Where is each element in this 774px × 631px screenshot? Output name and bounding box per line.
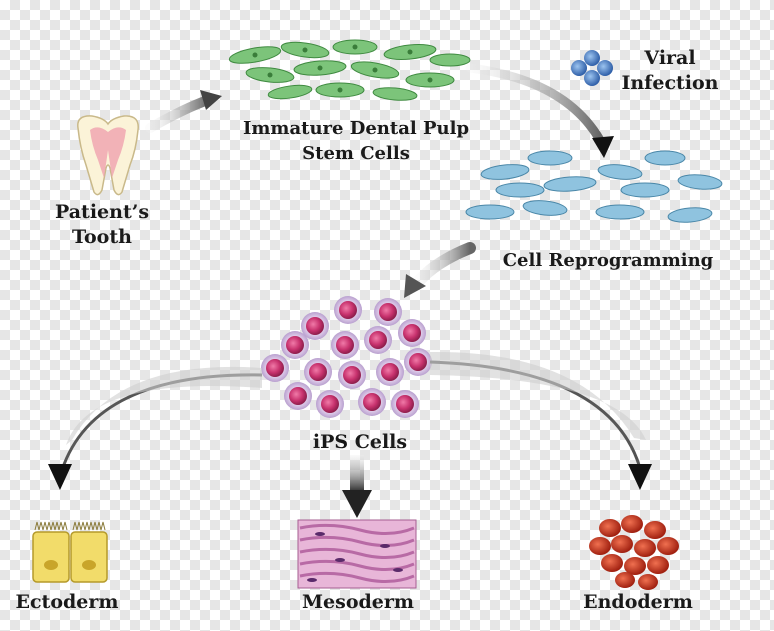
tooth-icon (77, 115, 139, 196)
patient-tooth-line2: Tooth (72, 226, 132, 248)
mesoderm-label: Mesoderm (302, 591, 414, 613)
arrow-ips-to-ectoderm (60, 373, 263, 471)
pulp-stem-cells-label: Immature Dental Pulp Stem Cells (226, 116, 486, 166)
virus-icon (571, 50, 613, 86)
ips-cells-label: iPS Cells (312, 431, 408, 453)
pulp-line2: Stem Cells (302, 143, 410, 164)
arrow-reprogramming-to-ips (412, 242, 476, 288)
pulp-stem-cells (228, 39, 471, 101)
viral-line2: Infection (621, 72, 719, 94)
ectoderm-cells (32, 521, 108, 583)
endoderm-label: Endoderm (583, 591, 693, 613)
mesoderm-tissue (297, 519, 417, 589)
ectoderm-label: Ectoderm (15, 591, 119, 613)
pulp-line1: Immature Dental Pulp (242, 118, 470, 139)
ips-cells (261, 296, 432, 418)
cell-reprogramming-label: Cell Reprogramming (502, 250, 714, 271)
arrow-pulp-to-reprogramming (465, 63, 605, 145)
patient-tooth-label: Patient’s Tooth (52, 200, 152, 250)
endoderm-cells (589, 515, 679, 590)
arrow-tooth-to-pulp (145, 95, 213, 133)
viral-infection-label: Viral Infection (615, 46, 725, 96)
arrow-ips-to-mesoderm (350, 455, 364, 491)
patient-tooth-line1: Patient’s (54, 201, 150, 223)
reprogrammed-cells (465, 150, 723, 223)
viral-line1: Viral (644, 47, 696, 69)
